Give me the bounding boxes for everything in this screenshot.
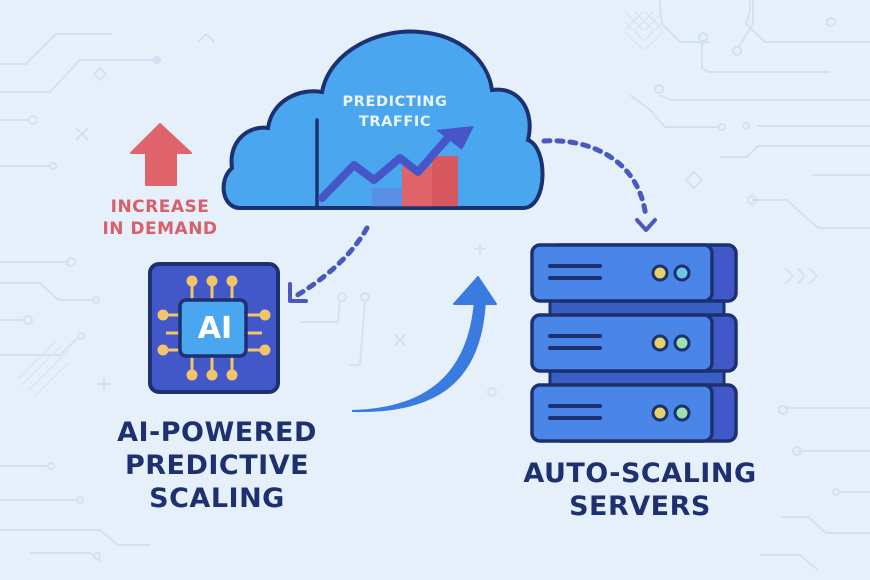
server-status-led [651, 404, 669, 422]
servers-label-line-1: AUTO-SCALING [523, 458, 757, 489]
ai-chip-label: AI [197, 311, 233, 346]
ai-label-line-1: AI-POWERED [117, 417, 317, 448]
server-status-led [651, 334, 669, 352]
ai-chip-icon [148, 262, 280, 394]
demand-label-line-2: IN DEMAND [102, 219, 218, 239]
chart-bar-blue [372, 188, 402, 208]
traffic-chart-icon [315, 118, 474, 210]
server-front-panel [530, 383, 714, 443]
server-stack-icon [530, 243, 738, 443]
chart-bar-red-2 [432, 156, 458, 208]
ai-label-line-3: SCALING [149, 483, 285, 514]
background-hatch-pattern [17, 11, 664, 398]
increase-in-demand-label: INCREASE IN DEMAND [80, 196, 240, 240]
cloud-title-line-2: TRAFFIC [358, 114, 432, 130]
auto-scaling-servers-label: AUTO-SCALING SERVERS [500, 457, 780, 523]
server-status-led [651, 264, 669, 282]
dashed-arrow-cloud-to-ai [288, 225, 370, 303]
server-status-led [673, 404, 691, 422]
cloud-icon [221, 29, 545, 210]
server-unit [530, 243, 738, 319]
servers-label-line-2: SERVERS [569, 491, 711, 522]
demand-label-line-1: INCREASE [110, 197, 210, 217]
arrow-up-icon [130, 123, 192, 186]
curved-arrow-icon [352, 276, 497, 413]
server-status-led [673, 334, 691, 352]
cloud-title: PREDICTING TRAFFIC [300, 92, 490, 132]
trend-up-arrow-icon [318, 136, 450, 202]
server-front-panel [530, 243, 714, 303]
dashed-arrow-cloud-to-servers [541, 138, 657, 232]
server-unit [530, 383, 738, 443]
server-unit [530, 313, 738, 389]
server-front-panel [530, 313, 714, 373]
server-status-led [673, 264, 691, 282]
cloud-title-line-1: PREDICTING [342, 94, 448, 110]
ai-powered-scaling-label: AI-POWERED PREDICTIVE SCALING [92, 416, 342, 515]
ai-label-line-2: PREDICTIVE [124, 450, 310, 481]
